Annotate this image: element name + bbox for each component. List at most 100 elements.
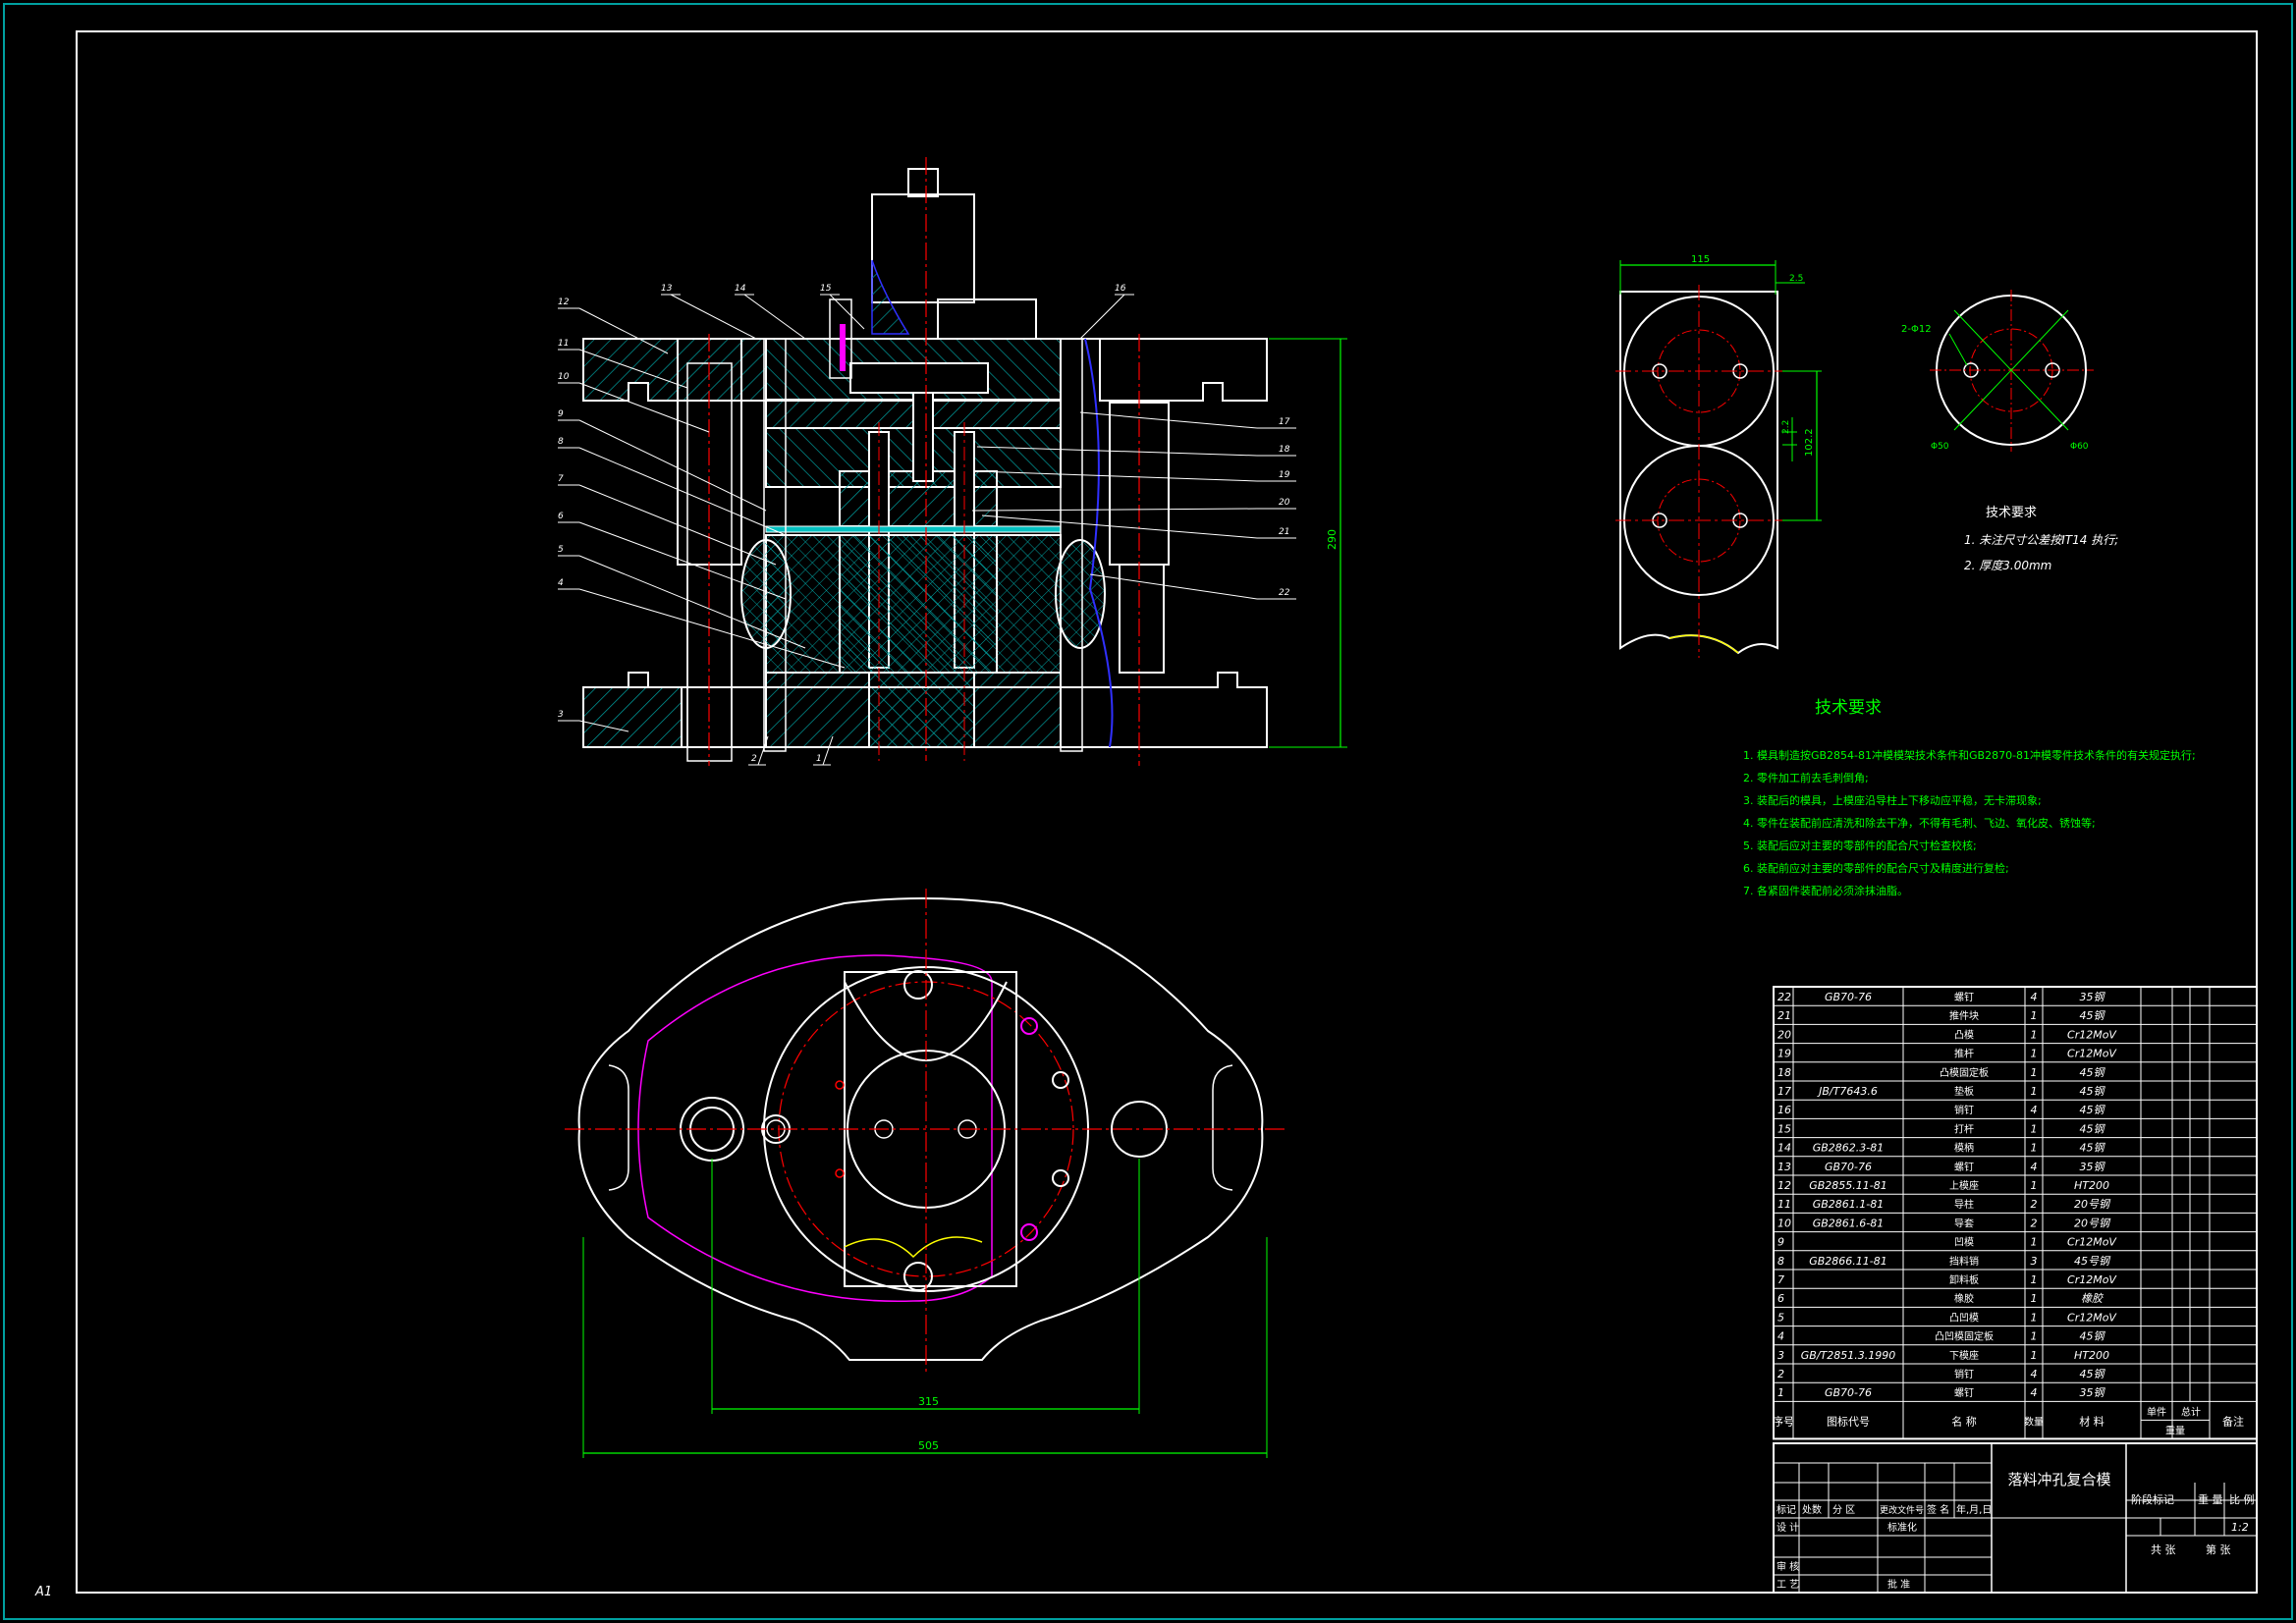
bom-qty: 2 <box>2031 1217 2038 1229</box>
bom-material: 45钢 <box>2080 1085 2106 1098</box>
bom-qty: 4 <box>2031 1104 2038 1116</box>
bom-material: Cr12MoV <box>2067 1273 2117 1286</box>
part-note-holes: 2-Φ12 <box>1901 324 1932 335</box>
bom-name: 凸模 <box>1954 1029 1974 1041</box>
callout-leader-13 <box>670 294 757 340</box>
bom-no: 18 <box>1777 1066 1791 1079</box>
bom-material: Cr12MoV <box>2067 1311 2117 1324</box>
bom-no: 11 <box>1777 1198 1791 1211</box>
bom-code: GB2866.11-81 <box>1809 1255 1887 1268</box>
bom-no: 14 <box>1777 1142 1791 1155</box>
bom-qty: 1 <box>2031 1066 2038 1079</box>
bom-header-code: 图标代号 <box>1827 1414 1870 1428</box>
callout-label-22: 22 <box>1279 588 1290 598</box>
sheet-size-label: A1 <box>34 1585 52 1599</box>
bom-no: 1 <box>1777 1386 1784 1399</box>
bom-qty: 1 <box>2031 1142 2038 1155</box>
callout-label-8: 8 <box>558 437 564 447</box>
bom-material: 20号钢 <box>2074 1217 2111 1229</box>
bom-qty: 1 <box>2031 1048 2038 1060</box>
bom-no: 6 <box>1777 1292 1784 1305</box>
bom-name: 凸凹模固定板 <box>1935 1330 1994 1343</box>
bom-name: 上模座 <box>1949 1179 1979 1192</box>
bom-no: 17 <box>1777 1085 1791 1098</box>
callout-label-9: 9 <box>558 409 564 419</box>
bom-no: 15 <box>1777 1122 1791 1135</box>
bom-name: 推件块 <box>1949 1009 1979 1022</box>
bom-material: 45号钢 <box>2074 1255 2111 1268</box>
bom-code: GB/T2851.3.1990 <box>1801 1349 1895 1362</box>
bom-code: GB2862.3-81 <box>1813 1142 1885 1155</box>
bom-material: 45钢 <box>2080 1066 2106 1079</box>
bom-qty: 1 <box>2031 1085 2038 1098</box>
bom-qty: 1 <box>2031 1349 2038 1362</box>
bom-header-qty: 数量 <box>2024 1415 2044 1428</box>
bom-code: GB70-76 <box>1825 1386 1872 1399</box>
bom-material: Cr12MoV <box>2067 1028 2117 1041</box>
bom-material: 45钢 <box>2080 1142 2106 1155</box>
callout-label-16: 16 <box>1115 284 1126 294</box>
bom-material: HT200 <box>2074 1179 2109 1192</box>
callout-label-2: 2 <box>751 754 757 764</box>
bom-header-single: 单件 <box>2147 1406 2166 1418</box>
title-ratio: 比 例 <box>2229 1492 2255 1506</box>
part-tech-line-1: 1. 未注尺寸公差按IT14 执行; <box>1964 533 2118 547</box>
bom-no: 19 <box>1777 1048 1791 1060</box>
bom-material: 45钢 <box>2080 1009 2106 1022</box>
bom-name: 凸模固定板 <box>1940 1066 1989 1079</box>
callout-leader-9 <box>578 419 767 512</box>
title-scale: 1:2 <box>2231 1521 2249 1534</box>
tech-requirements: 技术要求 1. 模具制造按GB2854-81冲模模架技术条件和GB2870-81… <box>1743 698 2196 897</box>
outer-frame <box>3 3 2293 1620</box>
title-drawing-name: 落料冲孔复合模 <box>2007 1471 2110 1488</box>
bom-qty: 1 <box>2031 1273 2038 1286</box>
bom-no: 7 <box>1777 1273 1784 1286</box>
bom-qty: 4 <box>2031 991 2038 1003</box>
title-design: 设 计 <box>1777 1521 1799 1534</box>
bom-no: 9 <box>1777 1236 1784 1249</box>
callout-leader-8 <box>578 447 787 536</box>
bom-material: 45钢 <box>2080 1330 2106 1343</box>
callout-label-3: 3 <box>558 710 564 720</box>
bom-qty: 4 <box>2031 1386 2038 1399</box>
callout-leader-19 <box>976 470 1258 482</box>
callout-leader-22 <box>1089 573 1258 600</box>
bom-header-name: 名 称 <box>1951 1414 1977 1428</box>
bom-material: 橡胶 <box>2081 1292 2105 1305</box>
detail-dim-offset: 2.5 <box>1789 274 1803 284</box>
plan-view: 315 505 <box>565 889 1286 1458</box>
bom-qty: 1 <box>2031 1330 2038 1343</box>
bom-no: 20 <box>1777 1028 1791 1041</box>
callout-leader-7 <box>578 484 777 566</box>
bom-header-weight: 重量 <box>2165 1424 2185 1436</box>
bom-name: 打杆 <box>1954 1122 1974 1135</box>
callout-leader-17 <box>1079 411 1258 429</box>
bom-code: GB2855.11-81 <box>1809 1179 1887 1192</box>
title-sheet: 第 张 <box>2206 1542 2231 1556</box>
title-approve: 批 准 <box>1887 1578 1910 1591</box>
bom-name: 导柱 <box>1954 1198 1974 1211</box>
bom-header-no: 序号 <box>1773 1414 1794 1428</box>
callout-label-11: 11 <box>558 339 569 349</box>
callout-leader-6 <box>578 521 787 600</box>
tech-req-line-6: 6. 装配前应对主要的零部件的配合尺寸及精度进行复检; <box>1743 861 2009 875</box>
tech-req-line-3: 3. 装配后的模具，上模座沿导柱上下移动应平稳，无卡滞现象; <box>1743 793 2042 807</box>
callout-label-15: 15 <box>820 284 832 294</box>
bom-qty: 1 <box>2031 1009 2038 1022</box>
bom-name: 导套 <box>1954 1217 1974 1229</box>
bom-header-total: 总计 <box>2181 1405 2201 1418</box>
callout-leader-16 <box>1079 294 1125 340</box>
bom-qty: 4 <box>2031 1368 2038 1380</box>
title-col-zone: 分 区 <box>1832 1504 1855 1516</box>
